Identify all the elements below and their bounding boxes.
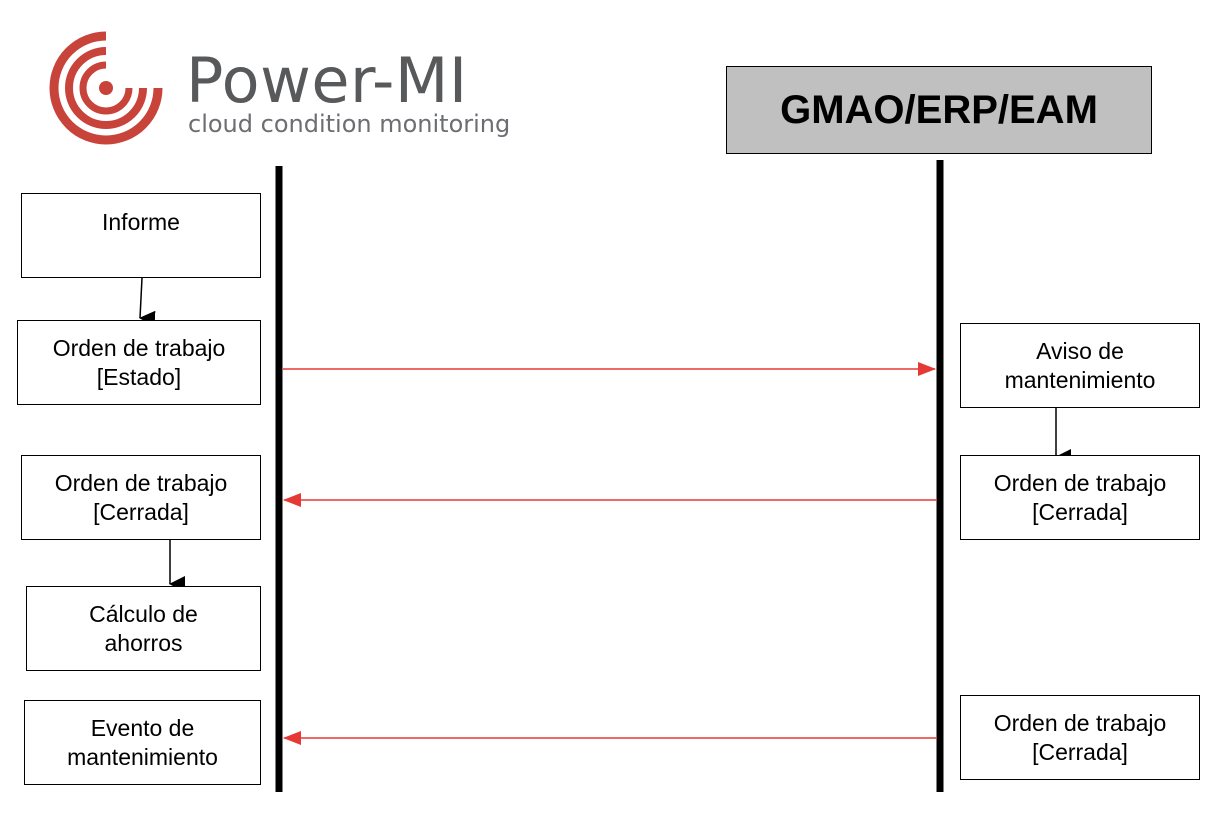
node-orden-cerrada-left-label: Orden de trabajo[Cerrada] <box>54 469 228 525</box>
gmao-header-title: GMAO/ERP/EAM <box>780 87 1098 132</box>
node-informe: Informe <box>21 193 261 278</box>
logo-tagline: cloud condition monitoring <box>188 110 511 138</box>
node-orden-cerrada-right-2-label: Orden de trabajo[Cerrada] <box>993 709 1167 765</box>
gmao-header: GMAO/ERP/EAM <box>726 66 1152 154</box>
power-mi-logo-icon <box>49 31 163 145</box>
node-informe-label: Informe <box>102 209 180 235</box>
node-orden-estado: Orden de trabajo[Estado] <box>17 320 261 405</box>
node-orden-cerrada-right-1: Orden de trabajo[Cerrada] <box>960 455 1200 540</box>
flow-arrow-informe-to-orden <box>139 277 156 327</box>
logo-wordmark: Power-MI <box>186 44 468 117</box>
node-orden-cerrada-left: Orden de trabajo[Cerrada] <box>21 455 261 540</box>
node-orden-cerrada-right-1-label: Orden de trabajo[Cerrada] <box>993 469 1167 525</box>
node-orden-estado-label: Orden de trabajo[Estado] <box>52 334 226 390</box>
node-orden-cerrada-right-2: Orden de trabajo[Cerrada] <box>960 695 1200 780</box>
